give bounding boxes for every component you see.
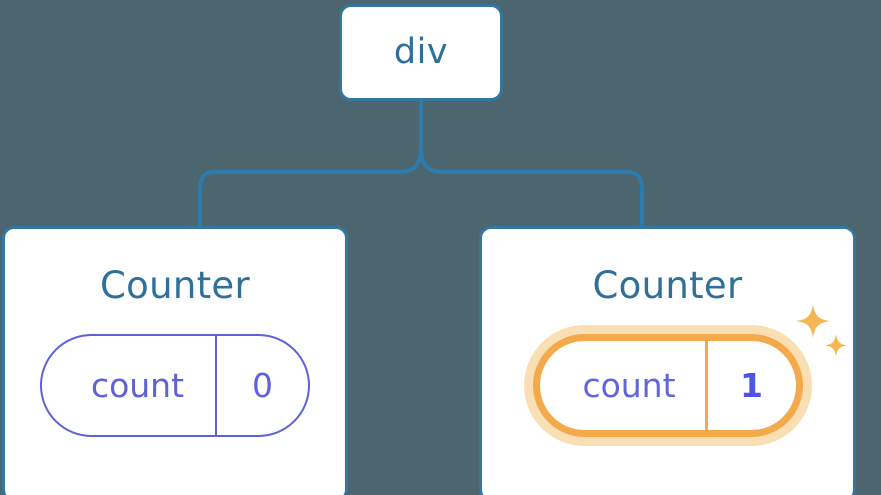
state-pill-highlighted[interactable]: count 1 — [532, 334, 803, 437]
sparkle-small-icon — [824, 334, 847, 357]
sparkle-group — [795, 304, 847, 357]
state-pill-wrapper: count 0 — [40, 334, 310, 437]
node-counter-left[interactable]: Counter count 0 — [2, 226, 348, 495]
node-title: Counter — [592, 264, 743, 307]
sparkle-icon — [795, 304, 830, 338]
node-counter-right[interactable]: Counter count 1 — [479, 226, 856, 495]
state-pill-wrapper: count 1 — [532, 304, 847, 437]
connector-branch-left — [198, 147, 423, 226]
state-value: 1 — [740, 366, 763, 405]
node-div[interactable]: div — [339, 4, 503, 101]
state-key: count — [540, 341, 708, 430]
state-pill[interactable]: count 0 — [40, 334, 310, 437]
connector-branch-right — [419, 147, 644, 226]
node-div-label: div — [393, 32, 449, 72]
node-title: Counter — [100, 264, 250, 307]
state-key: count — [42, 336, 217, 435]
state-value: 0 — [252, 366, 273, 405]
